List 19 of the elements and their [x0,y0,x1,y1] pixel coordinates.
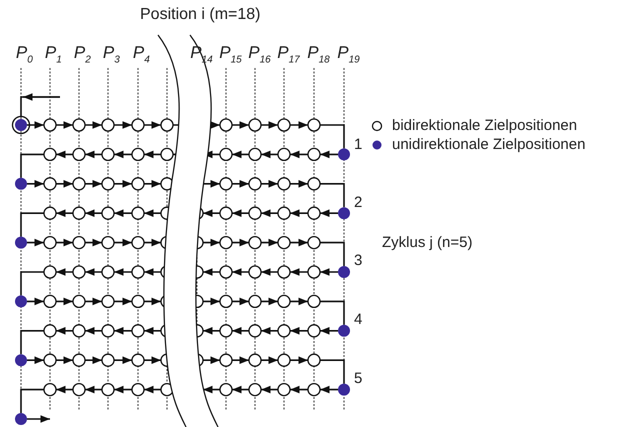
position-label: P$_{19}$ [337,44,360,66]
position-label: P$_{4}$ [132,44,150,66]
cycle-number: 2 [354,195,362,210]
legend-label: unidirektionale Zielpositionen [392,137,586,152]
axis-title: Zyklus j (n=5) [382,235,472,250]
cycle-number: 5 [354,371,362,386]
cycle-number: 1 [354,137,362,152]
cycle-number: 3 [354,253,362,268]
position-label: P$_{18}$ [307,44,330,66]
legend-label: bidirektionale Zielpositionen [392,118,578,133]
position-label: P$_{15}$ [219,44,242,66]
position-label: P$_{2}$ [74,44,91,66]
position-label: P$_{16}$ [248,44,271,66]
axis-title: Position i (m=18) [140,7,260,23]
position-label: P$_{1}$ [44,44,62,66]
position-label: P$_{0}$ [16,44,33,66]
position-label: P$_{17}$ [277,44,300,66]
position-label: P$_{3}$ [102,44,120,66]
cycle-number: 4 [354,312,362,327]
